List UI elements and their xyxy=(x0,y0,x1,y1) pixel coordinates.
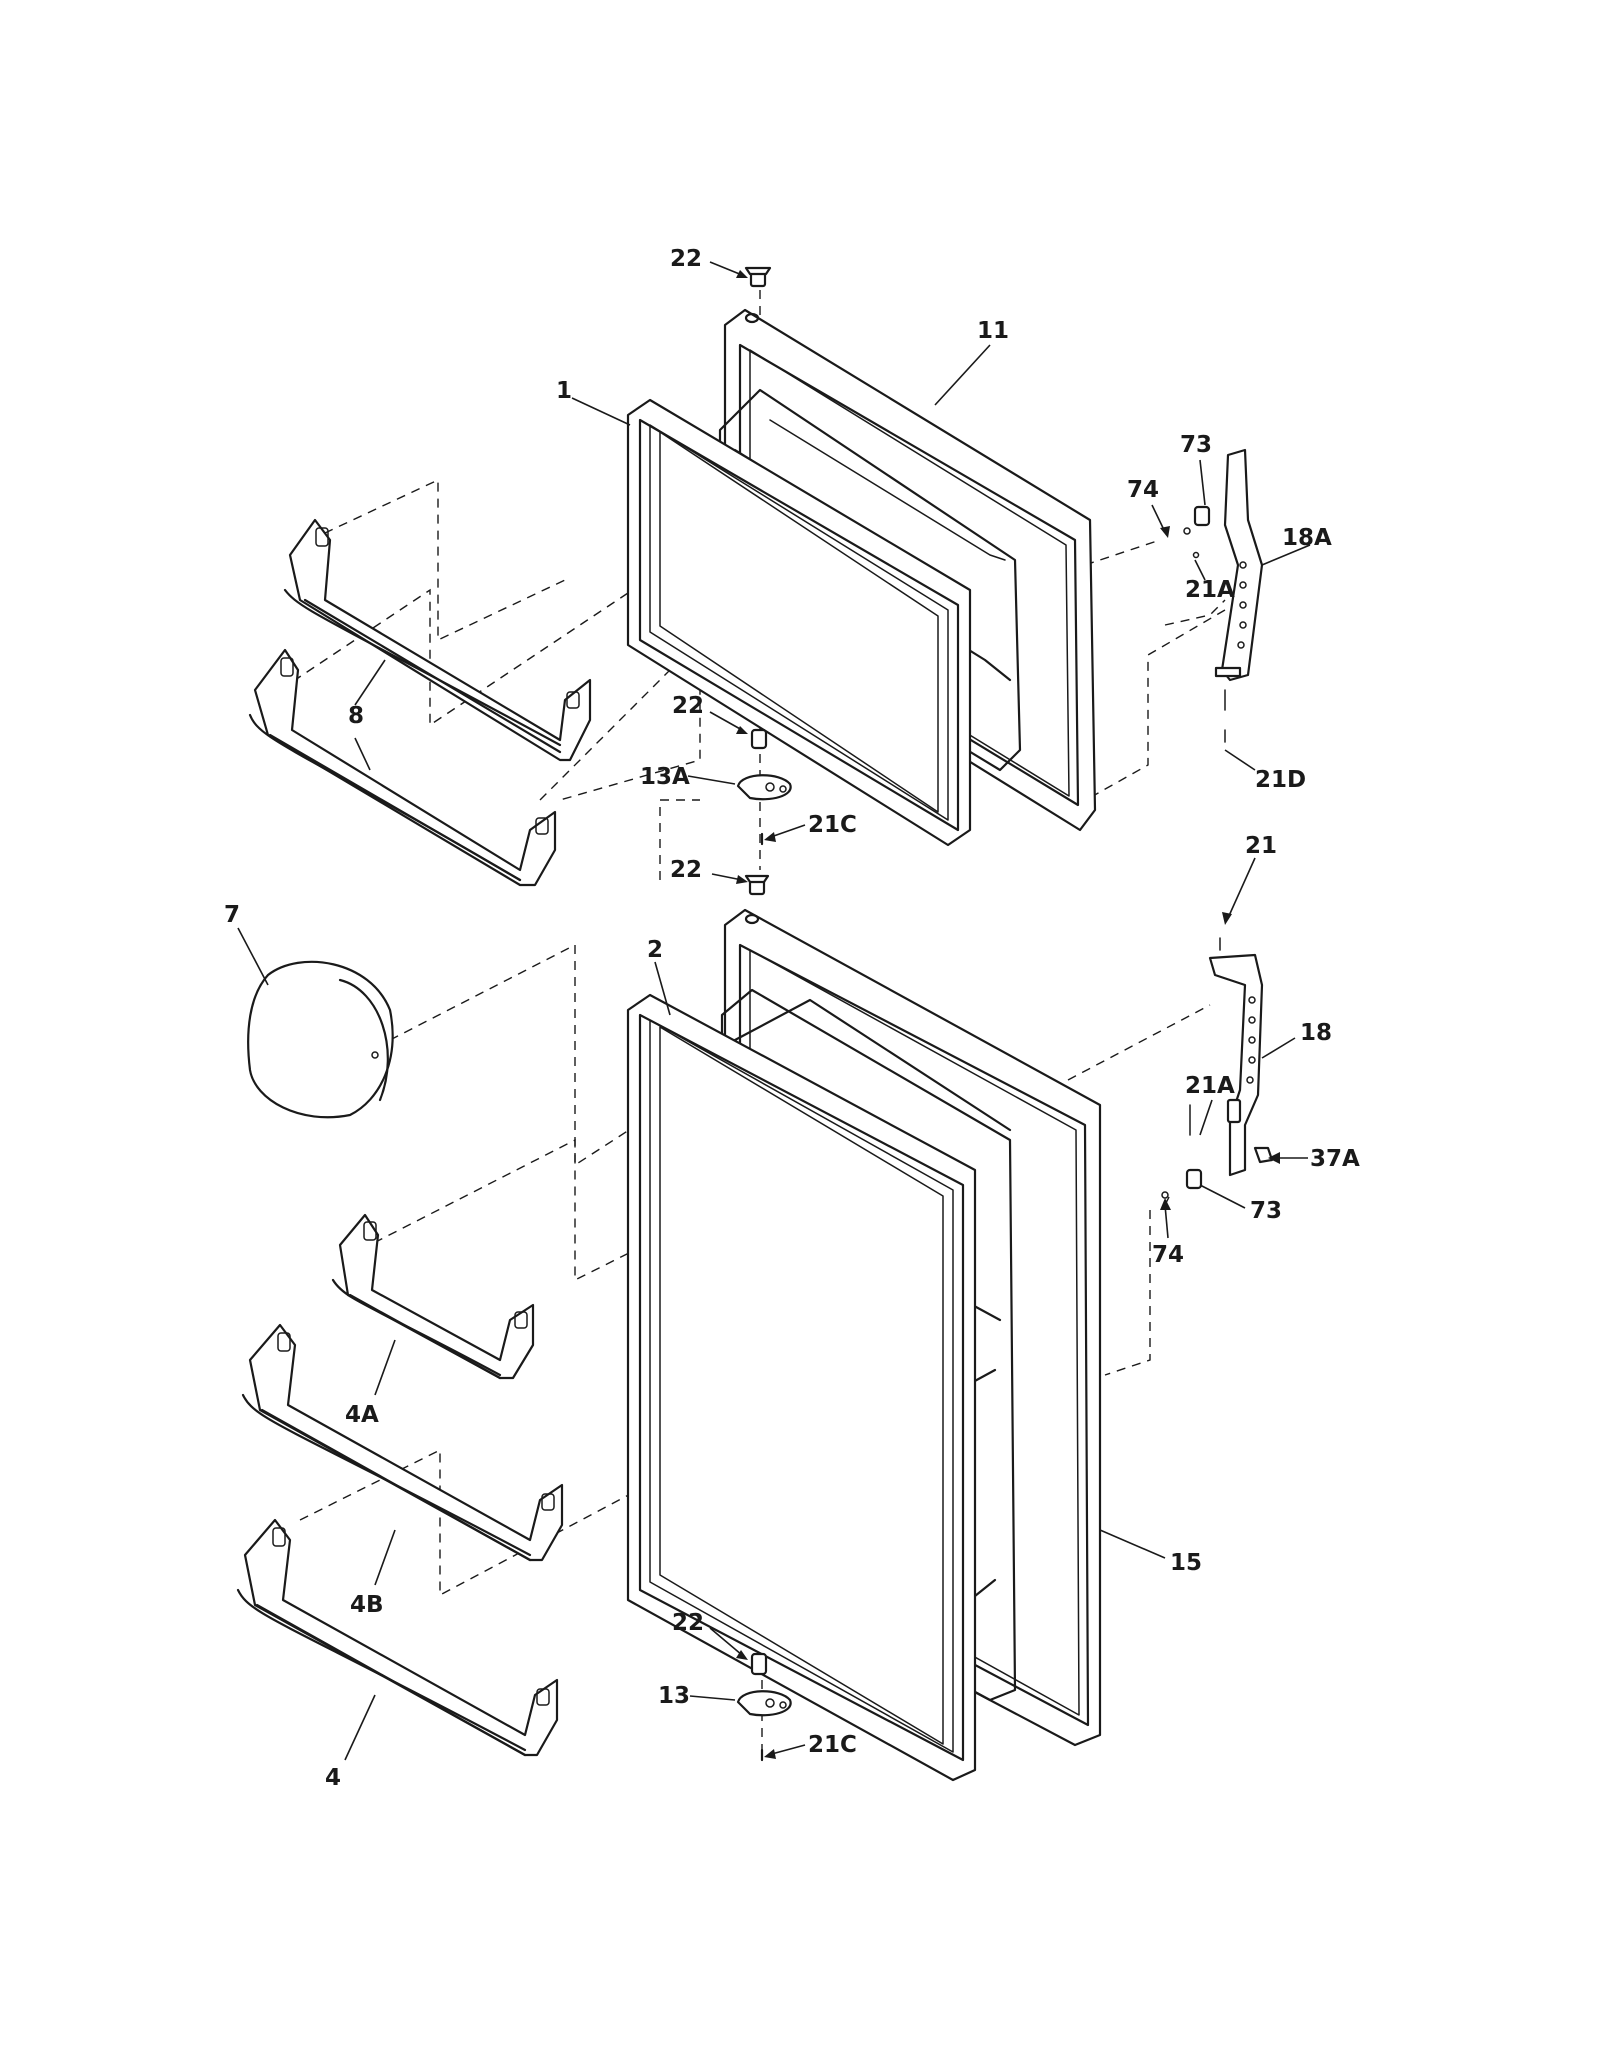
lower-hinge-18 xyxy=(1161,937,1274,1199)
door-bin-4 xyxy=(236,1518,559,1757)
freezer-door-gasket-1 xyxy=(626,398,972,847)
dairy-bin-7 xyxy=(247,960,394,1119)
callout-8: 8 xyxy=(348,703,364,729)
callout-11: 11 xyxy=(977,318,1009,344)
callout-22-top: 22 xyxy=(670,246,702,272)
callout-4a: 4A xyxy=(345,1402,379,1428)
callout-73-bot: 73 xyxy=(1250,1198,1282,1224)
callout-18: 18 xyxy=(1300,1020,1332,1046)
callout-1: 1 xyxy=(556,378,572,404)
door-bin-8-lower xyxy=(248,648,557,887)
callout-2: 2 xyxy=(647,937,663,963)
door-bin-4b xyxy=(241,1323,564,1562)
leader-lines xyxy=(237,261,1311,1761)
callout-22-mid2: 22 xyxy=(670,857,702,883)
callout-74-bot: 74 xyxy=(1152,1242,1184,1268)
hinge-pin-22-top xyxy=(744,266,772,288)
callout-15: 15 xyxy=(1170,1550,1202,1576)
callout-7: 7 xyxy=(224,902,240,928)
fresh-food-door-gasket-2 xyxy=(626,993,977,1782)
callout-21: 21 xyxy=(1245,833,1277,859)
callout-73-top: 73 xyxy=(1180,432,1212,458)
callout-22-bot: 22 xyxy=(672,1610,704,1636)
door-bin-4a xyxy=(331,1213,535,1380)
hinge-pin-22-mid xyxy=(750,728,768,750)
callout-13a: 13A xyxy=(640,764,690,790)
door-bin-8-upper xyxy=(283,518,592,762)
callout-21d: 21D xyxy=(1255,767,1306,793)
callout-21c-top: 21C xyxy=(808,812,857,838)
callout-21a-bot: 21A xyxy=(1185,1073,1235,1099)
callout-labels: 22 11 1 73 74 18A 21A 8 22 13A 21C 21D 2… xyxy=(224,246,1360,1791)
hinge-cam-13 xyxy=(736,1690,792,1717)
upper-hinge-18a xyxy=(1183,448,1264,743)
callout-13: 13 xyxy=(658,1683,690,1709)
callout-37a: 37A xyxy=(1310,1146,1360,1172)
callout-4: 4 xyxy=(325,1765,341,1791)
callout-18a: 18A xyxy=(1282,525,1332,551)
callout-21c-bot: 21C xyxy=(808,1732,857,1758)
callout-22-mid1: 22 xyxy=(672,693,704,719)
hinge-cam-13a xyxy=(736,774,792,801)
callout-4b: 4B xyxy=(350,1592,384,1618)
callout-21a-top: 21A xyxy=(1185,577,1235,603)
hinge-pin-22-lower-top xyxy=(744,874,770,896)
callout-74-top: 74 xyxy=(1127,477,1159,503)
hinge-pin-22-bottom xyxy=(750,1652,768,1676)
